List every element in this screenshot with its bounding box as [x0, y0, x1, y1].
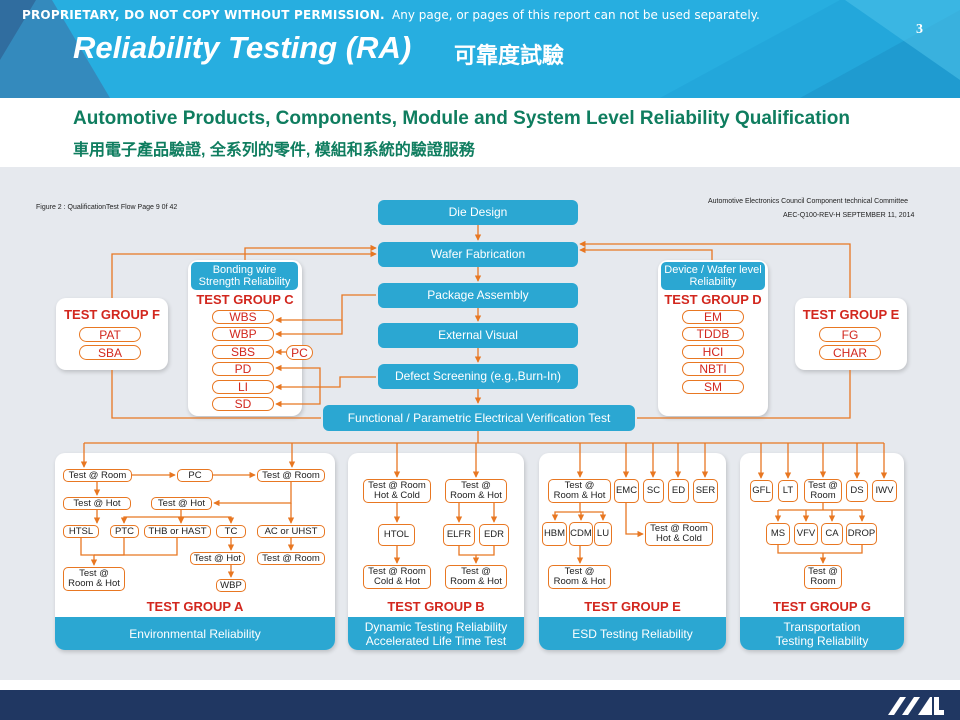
a-test-room-3: Test @ Room: [257, 552, 325, 565]
e-test-room-hot-1: Test @ Room & Hot: [548, 479, 611, 503]
e-ed: ED: [668, 479, 689, 503]
a-thb-hast: THB or HAST: [144, 525, 211, 538]
external-visual-step: External Visual: [378, 323, 578, 348]
bonding-wire-header: Bonding wire Strength Reliability: [191, 262, 298, 290]
a-test-hot-2: Test @ Hot: [151, 497, 212, 510]
b-test-room-hot-cold: Test @ Room Hot & Cold: [363, 479, 431, 503]
fg-pill: FG: [819, 327, 881, 342]
test-group-d-title: TEST GROUP D: [664, 292, 762, 307]
company-logo: [888, 697, 944, 715]
b-elfr: ELFR: [443, 524, 475, 546]
e-ser: SER: [693, 479, 718, 503]
g-lt: LT: [778, 480, 798, 502]
sm-pill: SM: [682, 380, 744, 394]
hci-pill: HCI: [682, 345, 744, 359]
g-test-room-2: Test @ Room: [804, 565, 842, 589]
wafer-fabrication-step: Wafer Fabrication: [378, 242, 578, 267]
e-hbm: HBM: [542, 522, 567, 546]
tddb-pill: TDDB: [682, 327, 744, 341]
pat-pill: PAT: [79, 327, 141, 342]
subtitle-english: Automotive Products, Components, Module …: [73, 108, 851, 129]
pd-pill: PD: [212, 362, 274, 376]
e-test-room-hot-2: Test @ Room & Hot: [548, 565, 611, 589]
figure-label: Figure 2 : QualificationTest Flow Page 9…: [36, 204, 178, 211]
wbs-pill: WBS: [212, 310, 274, 324]
g-drop: DROP: [846, 523, 877, 545]
council-line-2: AEC-Q100-REV-H SEPTEMBER 11, 2014: [783, 212, 915, 219]
a-test-hot-3: Test @ Hot: [190, 552, 245, 565]
a-wbp: WBP: [216, 579, 246, 592]
test-group-e-title: TEST GROUP E: [584, 599, 681, 614]
pc-pill: PC: [286, 345, 313, 360]
b-test-room-hot-2: Test @ Room & Hot: [445, 565, 507, 589]
g-vfv: VFV: [794, 523, 818, 545]
b-test-room-hot-1: Test @ Room & Hot: [445, 479, 507, 503]
die-design-step: Die Design: [378, 200, 578, 225]
b-test-room-cold-hot: Test @ Room Cold & Hot: [363, 565, 431, 589]
esd-testing-label: ESD Testing Reliability: [539, 617, 726, 650]
test-group-c-title: TEST GROUP C: [196, 292, 294, 307]
em-pill: EM: [682, 310, 744, 324]
a-htsl: HTSL: [63, 525, 99, 538]
li-pill: LI: [212, 380, 274, 394]
g-test-room-1: Test @ Room: [804, 479, 842, 503]
nbti-pill: NBTI: [682, 362, 744, 376]
sbs-pill: SBS: [212, 345, 274, 359]
a-ptc: PTC: [110, 525, 139, 538]
a-test-hot-1: Test @ Hot: [63, 497, 131, 510]
page-number: 3: [916, 22, 923, 37]
char-pill: CHAR: [819, 345, 881, 360]
a-tc: TC: [216, 525, 246, 538]
a-test-room-2: Test @ Room: [257, 469, 325, 482]
subtitle-chinese: 車用電子產品驗證, 全系列的零件, 模組和系統的驗證服務: [73, 142, 475, 159]
e-sc: SC: [643, 479, 664, 503]
functional-verification-step: Functional / Parametric Electrical Verif…: [323, 405, 635, 431]
footer-notice: Any page, or pages of this report can no…: [392, 8, 760, 22]
a-ac-uhst: AC or UHST: [257, 525, 325, 538]
g-ca: CA: [821, 523, 843, 545]
sd-pill: SD: [212, 397, 274, 411]
e-cdm: CDM: [569, 522, 593, 546]
wbp-pill: WBP: [212, 327, 274, 341]
title-banner: [0, 0, 960, 98]
test-group-g-title: TEST GROUP G: [773, 599, 871, 614]
defect-screening-step: Defect Screening (e.g.,Burn-In): [378, 364, 578, 389]
a-test-room-hot: Test @ Room & Hot: [63, 567, 125, 591]
sba-pill: SBA: [79, 345, 141, 360]
page-title-chinese: 可靠度試驗: [454, 43, 565, 68]
a-test-room-1: Test @ Room: [63, 469, 132, 482]
g-iwv: IWV: [872, 480, 897, 502]
banner-decoration: [0, 0, 960, 98]
footer-notice-bold: PROPRIETARY, DO NOT COPY WITHOUT PERMISS…: [22, 8, 385, 22]
transportation-testing-label: Transportation Testing Reliability: [740, 617, 904, 650]
e-test-room-hot-cold: Test @ Room Hot & Cold: [645, 522, 713, 546]
package-assembly-step: Package Assembly: [378, 283, 578, 308]
g-ms: MS: [766, 523, 790, 545]
g-ds: DS: [846, 480, 868, 502]
page-title: Reliability Testing (RA): [73, 30, 412, 65]
footer-bar: [0, 690, 960, 720]
test-group-f-title: TEST GROUP F: [64, 307, 160, 322]
a-pc: PC: [177, 469, 213, 482]
g-gfl: GFL: [750, 480, 773, 502]
dynamic-testing-label: Dynamic Testing Reliability Accelerated …: [348, 617, 524, 650]
b-edr: EDR: [479, 524, 509, 546]
b-htol: HTOL: [378, 524, 415, 546]
council-line-1: Automotive Electronics Council Component…: [708, 198, 908, 205]
device-wafer-header: Device / Wafer level Reliability: [661, 262, 765, 290]
environmental-reliability-label: Environmental Reliability: [55, 617, 335, 650]
e-lu: LU: [594, 522, 612, 546]
test-group-e-top-title: TEST GROUP E: [802, 307, 900, 322]
test-group-a-title: TEST GROUP A: [146, 599, 244, 614]
test-group-b-title: TEST GROUP B: [387, 599, 485, 614]
e-emc: EMC: [614, 479, 639, 503]
